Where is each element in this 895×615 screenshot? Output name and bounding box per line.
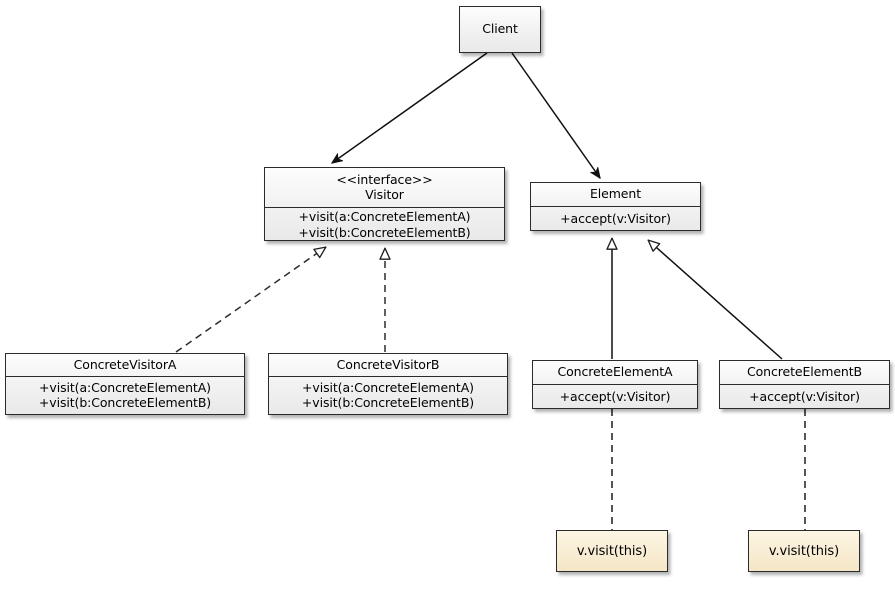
class-box-client[interactable]: Client: [459, 6, 541, 53]
class-box-concrete-visitor-b[interactable]: ConcreteVisitorB +visit(a:ConcreteElemen…: [268, 353, 508, 415]
class-member-concrete-visitor-a-visit-b: +visit(b:ConcreteElementB): [38, 395, 212, 410]
class-member-concrete-element-a-accept: +accept(v:Visitor): [559, 388, 671, 404]
class-member-concrete-element-b-accept: +accept(v:Visitor): [749, 388, 860, 404]
class-title-concrete-visitor-b: ConcreteVisitorB: [336, 356, 440, 372]
compartment-divider: [531, 206, 700, 207]
note-text-a: v.visit(this): [576, 543, 648, 559]
class-title-concrete-element-b: ConcreteElementB: [746, 364, 863, 380]
edge-concrete-visitor-a-realizes-visitor: [175, 246, 327, 353]
class-stereotype-visitor: <<interface>>: [336, 171, 433, 187]
class-member-concrete-visitor-b-visit-a: +visit(a:ConcreteElementA): [302, 379, 474, 395]
compartment-divider: [6, 376, 244, 377]
note-box-concrete-element-b[interactable]: v.visit(this): [748, 530, 860, 572]
class-title-visitor: Visitor: [365, 187, 404, 202]
class-member-visitor-visit-b: +visit(b:ConcreteElementB): [298, 224, 471, 240]
compartment-divider: [720, 384, 889, 385]
edge-concrete-element-b-extends-element: [647, 239, 783, 360]
class-title-concrete-visitor-a: ConcreteVisitorA: [73, 356, 177, 372]
class-member-visitor-visit-a: +visit(a:ConcreteElementA): [298, 209, 471, 224]
class-member-concrete-visitor-a-visit-a: +visit(a:ConcreteElementA): [39, 379, 211, 395]
note-text-b: v.visit(this): [768, 543, 840, 559]
class-title-element: Element: [589, 186, 642, 202]
class-box-concrete-visitor-a[interactable]: ConcreteVisitorA +visit(a:ConcreteElemen…: [5, 353, 245, 415]
compartment-divider: [533, 384, 697, 385]
edge-client-to-visitor: [331, 52, 488, 164]
compartment-divider: [269, 376, 507, 377]
note-box-concrete-element-a[interactable]: v.visit(this): [556, 530, 668, 572]
class-member-concrete-visitor-b-visit-b: +visit(b:ConcreteElementB): [301, 395, 475, 410]
edge-client-to-element: [511, 52, 601, 179]
class-box-element[interactable]: Element +accept(v:Visitor): [530, 182, 701, 231]
compartment-divider: [265, 207, 504, 208]
class-title-client: Client: [482, 21, 518, 37]
class-box-concrete-element-a[interactable]: ConcreteElementA +accept(v:Visitor): [532, 360, 698, 409]
class-title-concrete-element-a: ConcreteElementA: [557, 364, 673, 380]
class-member-element-accept: +accept(v:Visitor): [560, 210, 671, 226]
class-box-concrete-element-b[interactable]: ConcreteElementB +accept(v:Visitor): [719, 360, 890, 409]
class-box-visitor[interactable]: <<interface>> Visitor +visit(a:ConcreteE…: [264, 167, 505, 241]
